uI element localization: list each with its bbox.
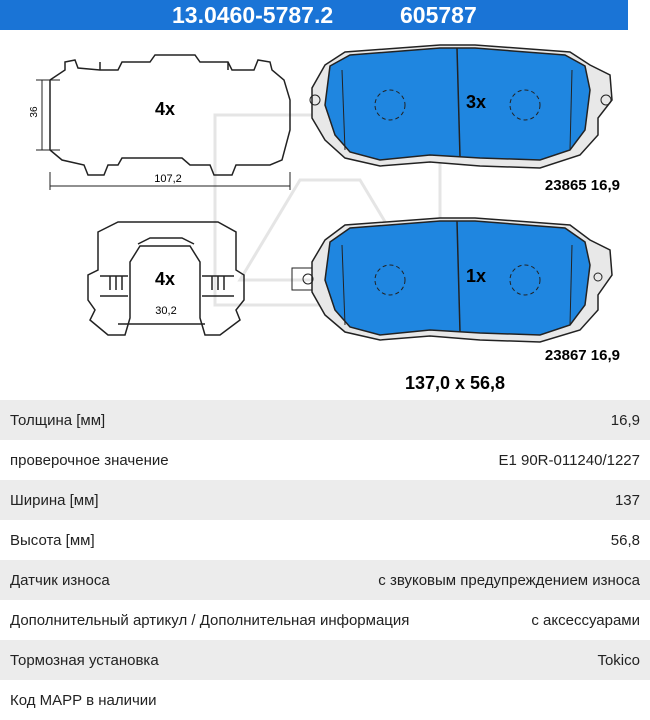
pad-bottom-code: 23867 16,9	[545, 347, 620, 364]
spec-label: Дополнительный артикул / Дополнительная …	[10, 611, 410, 629]
spec-row-mapp-code: Код MAPP в наличии	[0, 680, 650, 720]
spec-row-thickness: Толщина [мм] 16,9	[0, 400, 650, 440]
clip-qty: 4x	[155, 269, 175, 289]
brake-pad-bottom	[291, 217, 613, 343]
clip-dim-label: 30,2	[155, 305, 176, 317]
pad-top-code: 23865 16,9	[545, 177, 620, 194]
spec-row-height: Высота [мм] 56,8	[0, 520, 650, 560]
dim-height-label: 36	[29, 106, 40, 118]
spec-value: Tokico	[597, 651, 640, 669]
part-header: 13.0460-5787.2 605787	[0, 0, 628, 30]
article-number: 605787	[400, 2, 477, 28]
spec-label: Высота [мм]	[10, 531, 95, 549]
brake-pad-drawing: 36 107,2 4x 4x 30,2 3x 23865 16,9 1x	[29, 44, 620, 393]
spec-row-width: Ширина [мм] 137	[0, 480, 650, 520]
backplate-qty: 4x	[155, 99, 175, 119]
spec-label: Тормозная установка	[10, 651, 159, 669]
spec-label: Датчик износа	[10, 571, 110, 589]
brake-pad-top	[309, 44, 613, 169]
spec-row-additional-info: Дополнительный артикул / Дополнительная …	[0, 600, 650, 640]
clip-outline	[87, 221, 245, 336]
spec-label: Код MAPP в наличии	[10, 691, 157, 709]
spec-label: Толщина [мм]	[10, 411, 106, 429]
spec-row-test-value: проверочное значение E1 90R-011240/1227	[0, 440, 650, 480]
pad-bottom-qty: 1x	[466, 266, 486, 286]
part-number: 13.0460-5787.2	[172, 2, 334, 28]
spec-value: с аксессуарами	[531, 611, 640, 629]
spec-row-wear-sensor: Датчик износа с звуковым предупреждением…	[0, 560, 650, 600]
spec-value: 16,9	[610, 411, 640, 429]
dimension-lines	[36, 79, 291, 190]
spec-value: E1 90R-011240/1227	[498, 451, 640, 469]
spec-row-brake-system: Тормозная установка Tokico	[0, 640, 650, 680]
spec-table: Толщина [мм] 16,9 проверочное значение E…	[0, 400, 650, 720]
spec-label: Ширина [мм]	[10, 491, 99, 509]
overall-dimensions: 137,0 x 56,8	[405, 373, 505, 393]
backplate-outline	[49, 54, 291, 176]
spec-label: проверочное значение	[10, 451, 169, 469]
spec-value: 137	[614, 491, 640, 509]
spec-value: с звуковым предупреждением износа	[378, 571, 640, 589]
dim-width-label: 107,2	[154, 173, 182, 185]
pad-top-qty: 3x	[466, 92, 486, 112]
spec-value: 56,8	[610, 531, 640, 549]
